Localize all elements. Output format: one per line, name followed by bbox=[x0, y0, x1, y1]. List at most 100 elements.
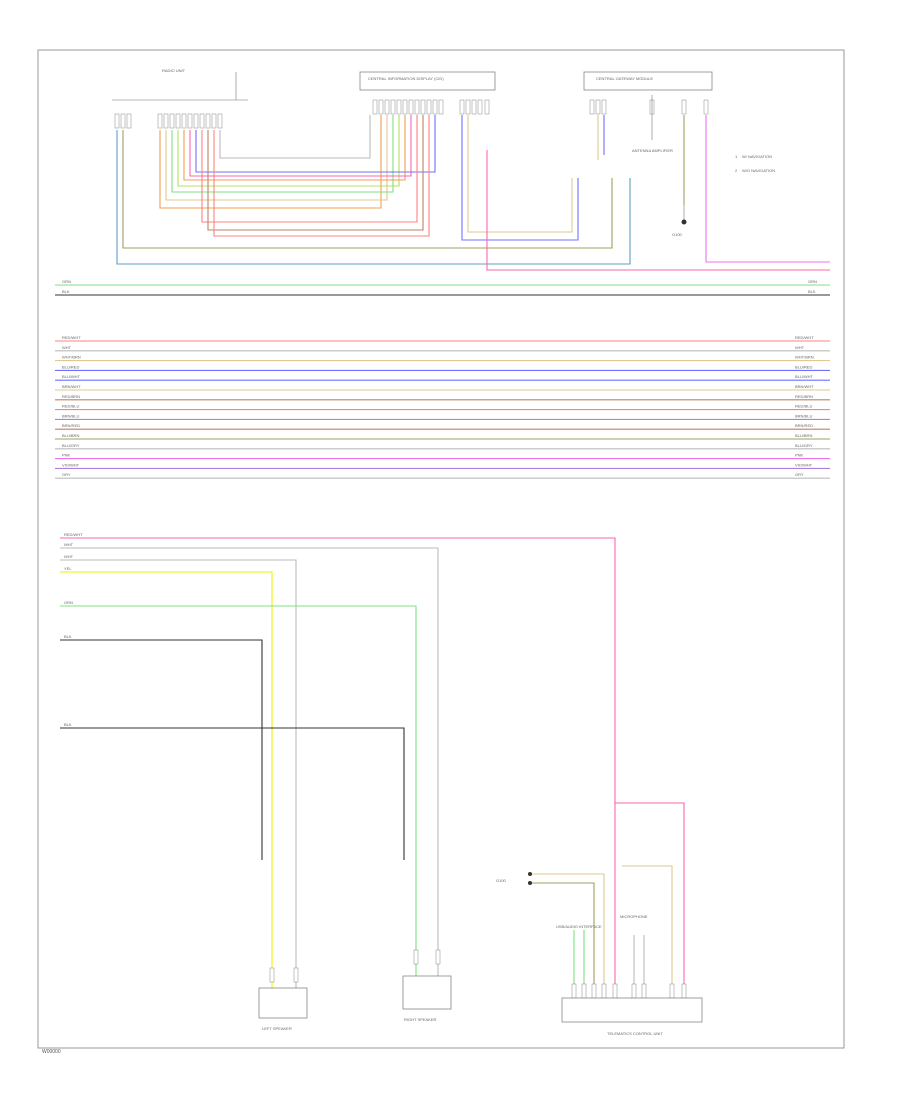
speaker-pin bbox=[413, 949, 419, 965]
bottom-wire bbox=[530, 882, 595, 1000]
page-code: W00000 bbox=[42, 1049, 61, 1055]
legend-item-1-text: W/ NAVIGATION bbox=[742, 154, 772, 159]
telematics-pin bbox=[641, 983, 647, 999]
cid-pin bbox=[414, 99, 420, 115]
top-wire bbox=[195, 115, 436, 173]
top-wire bbox=[122, 130, 613, 249]
top-wire bbox=[213, 115, 430, 237]
gateway-pin bbox=[601, 99, 607, 115]
radio-pin bbox=[193, 113, 199, 129]
telematics-pin bbox=[571, 983, 577, 999]
bus-label-left: BLK bbox=[62, 289, 70, 294]
cid-pin bbox=[471, 99, 477, 115]
diagram-frame bbox=[37, 49, 845, 1049]
harness-label-right: VIO/WHT bbox=[795, 462, 813, 467]
bottom-wire bbox=[622, 865, 673, 1000]
harness-label-left: GRY bbox=[62, 472, 71, 477]
top-wire bbox=[165, 115, 388, 201]
cid-pin bbox=[402, 99, 408, 115]
harness-label-right: PNK bbox=[795, 453, 804, 458]
usb-interface: USB/AUDIO INTERFACE MICROPHONE bbox=[556, 914, 648, 929]
harness-label-left: WHT bbox=[62, 345, 72, 350]
bottom-wire-label: YEL bbox=[64, 566, 72, 571]
microphone-pin bbox=[269, 967, 275, 983]
harness-label-left: BLU/GRY bbox=[62, 443, 80, 448]
harness-label-left: BRN/WHT bbox=[62, 384, 81, 389]
cid-pin bbox=[432, 99, 438, 115]
cid-pin bbox=[396, 99, 402, 115]
microphone-label: LEFT SPEAKER bbox=[262, 1026, 292, 1031]
harness-label-left: PNK bbox=[62, 453, 71, 458]
telematics-unit: TELEMATICS CONTROL UNIT bbox=[561, 997, 703, 1036]
harness-label-right: BLU/WHT bbox=[795, 374, 814, 379]
bus-label-right: BLK bbox=[808, 289, 816, 294]
radio-pin bbox=[211, 113, 217, 129]
cid-pin bbox=[408, 99, 414, 115]
bottom-wire-label: BLK bbox=[64, 722, 72, 727]
harness-label-left: VIO/WHT bbox=[62, 462, 80, 467]
cid-pin bbox=[390, 99, 396, 115]
ground-top: G100 bbox=[672, 205, 687, 237]
antenna-amp: ANTENNA AMPLIFIER bbox=[632, 95, 673, 153]
harness-label-right: BRN/RED bbox=[795, 423, 813, 428]
harness-label-right: WHT bbox=[795, 345, 805, 350]
top-wire bbox=[159, 115, 382, 209]
bottom-wire-label: GRN bbox=[64, 600, 73, 605]
cid-pin bbox=[372, 99, 378, 115]
cid-pin bbox=[384, 99, 390, 115]
microphone: LEFT SPEAKER bbox=[258, 987, 308, 1031]
cid-pin bbox=[420, 99, 426, 115]
harness-label-left: BRN/BLU bbox=[62, 413, 79, 418]
top-wire bbox=[467, 115, 573, 233]
top-wire bbox=[177, 115, 400, 187]
legend-item-2-text: W/O NAVIGATION bbox=[742, 168, 775, 173]
radio-pin bbox=[217, 113, 223, 129]
top-wire bbox=[183, 115, 406, 181]
top-wire bbox=[705, 115, 830, 263]
top-wire bbox=[201, 115, 418, 223]
central-gateway-label: CENTRAL GATEWAY MODULE bbox=[596, 76, 653, 81]
antenna-amp-label: ANTENNA AMPLIFIER bbox=[632, 148, 673, 153]
bottom-wire bbox=[615, 802, 685, 1000]
harness-label-right: RED/BRN bbox=[795, 394, 813, 399]
cid-pin bbox=[465, 99, 471, 115]
telematics-pin bbox=[581, 983, 587, 999]
top-wire bbox=[219, 115, 371, 159]
harness-label-right: RED/BLU bbox=[795, 404, 812, 409]
bottom-wire bbox=[60, 559, 297, 992]
cid-pin bbox=[459, 99, 465, 115]
top-wire bbox=[171, 115, 394, 193]
bottom-wire bbox=[60, 605, 417, 980]
harness-label-right: WHT/BRN bbox=[795, 355, 814, 360]
bottom-wire bbox=[530, 873, 605, 1000]
cid-pin bbox=[477, 99, 483, 115]
bottom-wire-label: RED/WHT bbox=[64, 532, 83, 537]
telematics-pin bbox=[669, 983, 675, 999]
telematics-pin bbox=[612, 983, 618, 999]
harness-label-right: BRN/WHT bbox=[795, 384, 814, 389]
top-wire bbox=[116, 130, 631, 265]
telematics-label: TELEMATICS CONTROL UNIT bbox=[607, 1031, 663, 1036]
radio-pin bbox=[187, 113, 193, 129]
bottom-wire-label: BLK bbox=[64, 634, 72, 639]
top-wire bbox=[189, 115, 412, 177]
legend: 1 W/ NAVIGATION 2 W/O NAVIGATION bbox=[735, 154, 775, 173]
legend-item-2: 2 bbox=[735, 168, 738, 173]
radio-pin bbox=[169, 113, 175, 129]
harness-label-right: GRY bbox=[795, 472, 804, 477]
telematics-pin bbox=[591, 983, 597, 999]
cid-pin bbox=[426, 99, 432, 115]
radio-pin bbox=[199, 113, 205, 129]
bottom-wire bbox=[60, 571, 273, 992]
ground-bottom: G100 bbox=[496, 872, 532, 885]
speaker-right-label: RIGHT SPEAKER bbox=[404, 1017, 436, 1022]
speaker-right: RIGHT SPEAKER bbox=[402, 975, 452, 1022]
harness-label-left: BRN/RED bbox=[62, 423, 80, 428]
bottom-wire-label: WHT bbox=[64, 542, 74, 547]
harness-label-right: RED/WHT bbox=[795, 335, 814, 340]
radio-pin bbox=[181, 113, 187, 129]
speaker-pin bbox=[435, 949, 441, 965]
central-display-module: CENTRAL INFORMATION DISPLAY (CID) bbox=[359, 71, 496, 91]
telematics-pin bbox=[631, 983, 637, 999]
